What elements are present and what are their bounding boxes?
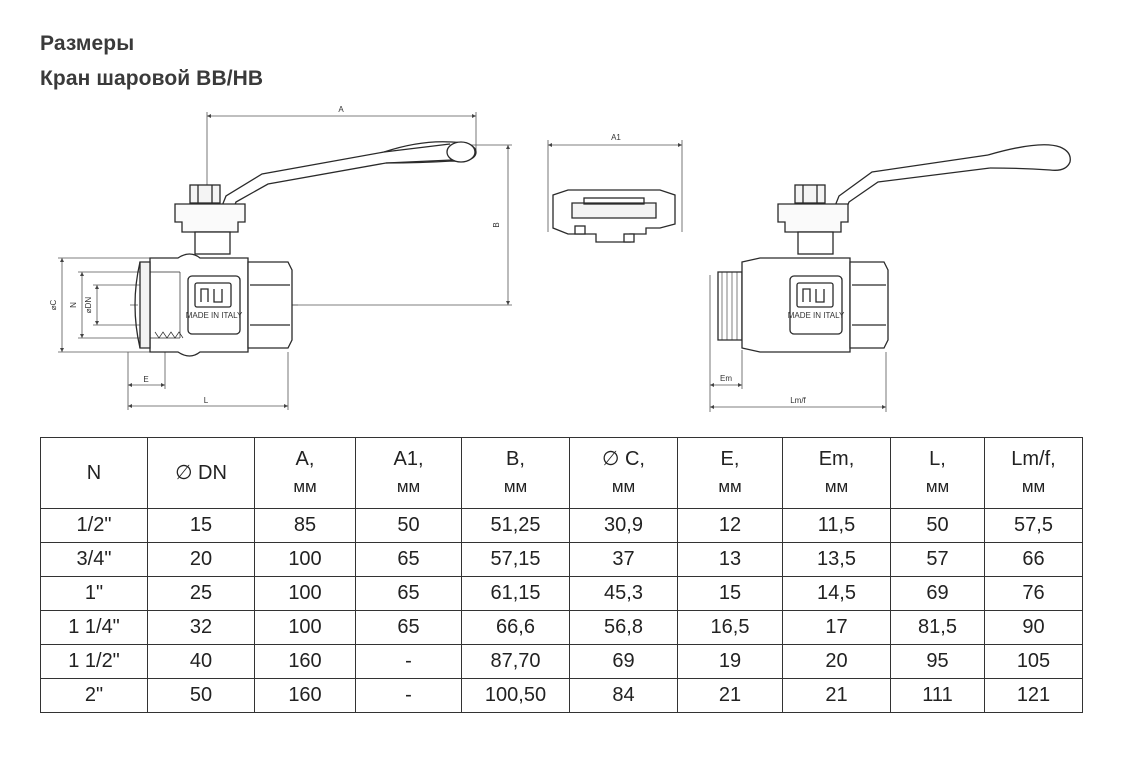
table-cell: 1" bbox=[40, 576, 148, 611]
table-cell: 13,5 bbox=[782, 542, 891, 577]
table-cell: 12 bbox=[677, 508, 783, 543]
dim-e-label: E bbox=[143, 375, 148, 384]
handle-top-view bbox=[547, 140, 683, 243]
table-cell: 25 bbox=[147, 576, 255, 611]
header-a: A,мм bbox=[254, 437, 356, 509]
table-cell: 84 bbox=[569, 678, 678, 713]
table-cell: 40 bbox=[147, 644, 255, 679]
dim-a1-label: A1 bbox=[611, 133, 621, 142]
table-cell: 69 bbox=[569, 644, 678, 679]
valve-front-view bbox=[58, 112, 512, 410]
valve-male-female-view bbox=[709, 144, 1071, 412]
header-c: ∅ C,мм bbox=[569, 437, 678, 509]
table-cell: - bbox=[355, 644, 462, 679]
product-title: Кран шаровой ВВ/НВ bbox=[40, 67, 264, 90]
dim-b-label: B bbox=[492, 222, 501, 227]
header-e: E,мм bbox=[677, 437, 783, 509]
table-cell: 160 bbox=[254, 644, 356, 679]
table-cell: 16,5 bbox=[677, 610, 783, 645]
table-cell: 87,70 bbox=[461, 644, 570, 679]
table-cell: 21 bbox=[782, 678, 891, 713]
table-cell: 100,50 bbox=[461, 678, 570, 713]
dim-dn-label: ⌀DN bbox=[84, 297, 93, 314]
table-cell: 105 bbox=[984, 644, 1083, 679]
dim-em-label: Em bbox=[720, 374, 732, 383]
table-cell: 95 bbox=[890, 644, 985, 679]
dim-n-label: N bbox=[69, 302, 78, 308]
dim-lmf-label: Lm/f bbox=[790, 396, 806, 405]
header-b: B,мм bbox=[461, 437, 570, 509]
table-cell: 57,5 bbox=[984, 508, 1083, 543]
header-em: Em,мм bbox=[782, 437, 891, 509]
table-cell: 100 bbox=[254, 576, 356, 611]
table-cell: 100 bbox=[254, 542, 356, 577]
technical-drawing: A B ⌀C N ⌀DN E L MADE IN ITALY A1 bbox=[49, 105, 1071, 412]
table-cell: 20 bbox=[782, 644, 891, 679]
table-cell: 81,5 bbox=[890, 610, 985, 645]
table-cell: 65 bbox=[355, 610, 462, 645]
table-cell: 11,5 bbox=[782, 508, 891, 543]
front-view-labels: A B ⌀C N ⌀DN E L MADE IN ITALY bbox=[49, 105, 501, 405]
section-title: Размеры bbox=[40, 32, 135, 55]
table-cell: - bbox=[355, 678, 462, 713]
table-cell: 3/4" bbox=[40, 542, 148, 577]
dim-l-label: L bbox=[204, 396, 209, 405]
table-cell: 50 bbox=[890, 508, 985, 543]
header-a1: A1,мм bbox=[355, 437, 462, 509]
made-in-italy-marking-2: MADE IN ITALY bbox=[788, 311, 845, 320]
made-in-italy-marking: MADE IN ITALY bbox=[186, 311, 243, 320]
table-cell: 69 bbox=[890, 576, 985, 611]
dimensions-table: N ∅ DN A,мм A1,мм B,мм ∅ C,мм E,мм Em,мм… bbox=[40, 437, 1083, 713]
table-cell: 1 1/2" bbox=[40, 644, 148, 679]
table-cell: 100 bbox=[254, 610, 356, 645]
table-cell: 90 bbox=[984, 610, 1083, 645]
table-cell: 20 bbox=[147, 542, 255, 577]
table-cell: 85 bbox=[254, 508, 356, 543]
table-cell: 14,5 bbox=[782, 576, 891, 611]
table-cell: 57,15 bbox=[461, 542, 570, 577]
header-n: N bbox=[40, 437, 148, 509]
table-cell: 111 bbox=[890, 678, 985, 713]
table-cell: 160 bbox=[254, 678, 356, 713]
table-cell: 51,25 bbox=[461, 508, 570, 543]
table-cell: 19 bbox=[677, 644, 783, 679]
table-cell: 32 bbox=[147, 610, 255, 645]
table-cell: 1/2" bbox=[40, 508, 148, 543]
header-lmf: Lm/f,мм bbox=[984, 437, 1083, 509]
table-cell: 30,9 bbox=[569, 508, 678, 543]
dim-c-label: ⌀C bbox=[49, 299, 58, 310]
table-cell: 50 bbox=[147, 678, 255, 713]
table-cell: 45,3 bbox=[569, 576, 678, 611]
table-cell: 57 bbox=[890, 542, 985, 577]
header-l: L,мм bbox=[890, 437, 985, 509]
table-cell: 21 bbox=[677, 678, 783, 713]
table-cell: 15 bbox=[147, 508, 255, 543]
table-cell: 66,6 bbox=[461, 610, 570, 645]
table-header-row: N ∅ DN A,мм A1,мм B,мм ∅ C,мм E,мм Em,мм… bbox=[40, 437, 1083, 509]
table-cell: 66 bbox=[984, 542, 1083, 577]
table-cell: 15 bbox=[677, 576, 783, 611]
table-cell: 2" bbox=[40, 678, 148, 713]
header-dn: ∅ DN bbox=[147, 437, 255, 509]
table-cell: 13 bbox=[677, 542, 783, 577]
table-cell: 50 bbox=[355, 508, 462, 543]
table-cell: 61,15 bbox=[461, 576, 570, 611]
table-cell: 56,8 bbox=[569, 610, 678, 645]
table-cell: 121 bbox=[984, 678, 1083, 713]
side-view-labels: Em Lm/f MADE IN ITALY bbox=[720, 311, 845, 405]
table-cell: 76 bbox=[984, 576, 1083, 611]
table-cell: 1 1/4" bbox=[40, 610, 148, 645]
table-cell: 17 bbox=[782, 610, 891, 645]
table-cell: 65 bbox=[355, 576, 462, 611]
dim-a-label: A bbox=[338, 105, 344, 114]
table-cell: 65 bbox=[355, 542, 462, 577]
table-cell: 37 bbox=[569, 542, 678, 577]
